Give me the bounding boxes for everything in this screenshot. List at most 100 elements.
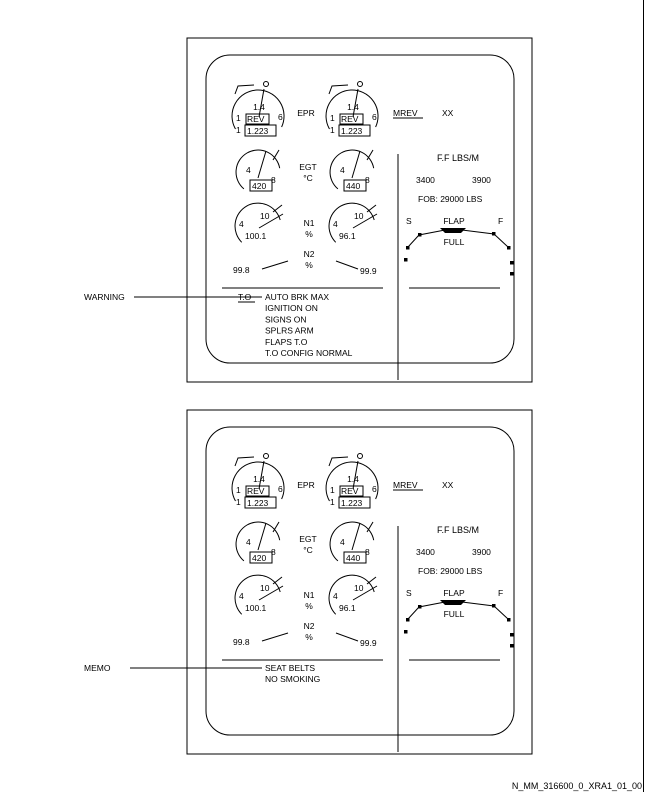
right-epr-arc — [325, 461, 379, 502]
right-rev-indicator: REV — [341, 114, 359, 124]
memo-line: T.O CONFIG NORMAL — [265, 348, 353, 358]
left-epr-scale-mark: 1.4 — [253, 102, 265, 112]
egt-unit: °C — [303, 545, 313, 555]
flap-f-label: F — [498, 216, 503, 226]
memo-line: SPLRS ARM — [265, 326, 314, 336]
panel-frame — [186, 409, 533, 755]
epr-label: EPR — [297, 480, 314, 490]
right-epr-scale-low: 1 — [330, 113, 335, 123]
left-n1-value: 100.1 — [245, 603, 267, 613]
flap-position-marker — [507, 246, 511, 250]
memo-line: SIGNS ON — [265, 314, 307, 324]
left-rev-indicator: REV — [247, 486, 265, 496]
left-epr-value-box — [244, 124, 277, 137]
left-epr-scale-side: 1 — [236, 497, 241, 507]
left-n1-redline — [272, 204, 283, 213]
right-egt-arc — [329, 521, 375, 562]
left-n1-scale-high: 10 — [260, 211, 270, 221]
right-egt-needle — [351, 522, 361, 551]
left-rev-indicator: REV — [247, 114, 265, 124]
slat-label: S — [406, 216, 412, 226]
left-egt-value-box — [249, 179, 273, 192]
left-n2-pointer — [261, 260, 289, 270]
right-epr-value-box — [338, 124, 371, 137]
left-egt-value: 420 — [252, 553, 266, 563]
fuel-flow-left: 3400 — [416, 175, 435, 185]
flap-position-marker — [510, 633, 514, 637]
right-n1-scale-low: 4 — [333, 591, 338, 601]
left-epr-scale-high: 6 — [278, 112, 283, 122]
right-n1-redline — [366, 576, 377, 585]
left-n1-scale-high: 10 — [260, 583, 270, 593]
right-epr-value-box — [338, 496, 371, 509]
flap-track — [461, 601, 509, 620]
left-epr-scale-side: 1 — [236, 125, 241, 135]
right-egt-value-box — [343, 551, 367, 564]
right-n2-value: 99.9 — [360, 266, 377, 276]
memo-callout: MEMO — [84, 663, 111, 673]
flap-position-marker — [510, 272, 514, 276]
right-epr-index-marker — [357, 453, 363, 459]
left-egt-scale-high: 8 — [271, 175, 276, 185]
right-egt-scale-low: 4 — [340, 165, 345, 175]
right-epr-scale-mark: 1.4 — [347, 102, 359, 112]
right-rev-indicator: REV — [341, 486, 359, 496]
left-egt-needle — [257, 150, 267, 179]
right-epr-scale-mark: 1.4 — [347, 474, 359, 484]
left-epr-value: 1.223 — [247, 498, 269, 508]
left-epr-scale-high: 6 — [278, 484, 283, 494]
n1-label: N1 — [304, 218, 315, 228]
warning-callout: WARNING — [84, 292, 125, 302]
right-n1-needle — [352, 585, 378, 601]
flap-position-marker — [510, 261, 514, 265]
left-egt-needle — [257, 522, 267, 551]
flap-label: FLAP — [443, 216, 465, 226]
memo-line: NO SMOKING — [265, 674, 320, 684]
right-epr-scale-side: 1 — [330, 125, 335, 135]
memo-line: FLAPS T.O — [265, 337, 308, 347]
flap-position-marker — [406, 246, 410, 250]
left-egt-scale-low: 4 — [246, 165, 251, 175]
right-epr-rev-bracket — [328, 456, 349, 467]
n1-label: N1 — [304, 590, 315, 600]
right-epr-scale-high: 6 — [372, 484, 377, 494]
flap-position-marker — [492, 604, 496, 608]
flap-label: FLAP — [443, 588, 465, 598]
flap-position-marker — [418, 233, 422, 237]
flap-full-label: FULL — [444, 237, 465, 247]
mrev-value: XX — [442, 108, 454, 118]
flap-handle-symbol — [440, 600, 466, 605]
left-epr-index-marker — [263, 81, 269, 87]
flap-handle-symbol — [440, 228, 466, 233]
left-n2-pointer — [261, 632, 289, 642]
right-epr-rev-bracket — [328, 84, 349, 95]
right-n1-scale-low: 4 — [333, 219, 338, 229]
right-epr-scale-side: 1 — [330, 497, 335, 507]
right-n2-pointer — [335, 632, 359, 642]
left-egt-value-box — [249, 551, 273, 564]
right-n1-redline — [366, 204, 377, 213]
left-egt-scale-low: 4 — [246, 537, 251, 547]
right-epr-value: 1.223 — [341, 126, 363, 136]
fuel-on-board: FOB: 29000 LBS — [418, 566, 483, 576]
flap-position-marker — [404, 258, 408, 262]
left-n1-needle — [258, 585, 284, 601]
left-n1-needle — [258, 213, 284, 229]
right-egt-value-box — [343, 179, 367, 192]
n1-unit: % — [305, 601, 313, 611]
left-epr-scale-low: 1 — [236, 485, 241, 495]
right-egt-arc — [329, 149, 375, 190]
left-egt-arc — [235, 521, 281, 562]
right-egt-needle — [351, 150, 361, 179]
left-epr-rev-bracket — [234, 456, 255, 467]
left-n1-scale-low: 4 — [239, 591, 244, 601]
mrev-value: XX — [442, 480, 454, 490]
right-rev-box — [339, 485, 364, 497]
fuel-flow-left: 3400 — [416, 547, 435, 557]
memo-line: AUTO BRK MAX — [265, 292, 329, 302]
left-egt-scale-high: 8 — [271, 547, 276, 557]
left-egt-redline — [272, 149, 280, 161]
